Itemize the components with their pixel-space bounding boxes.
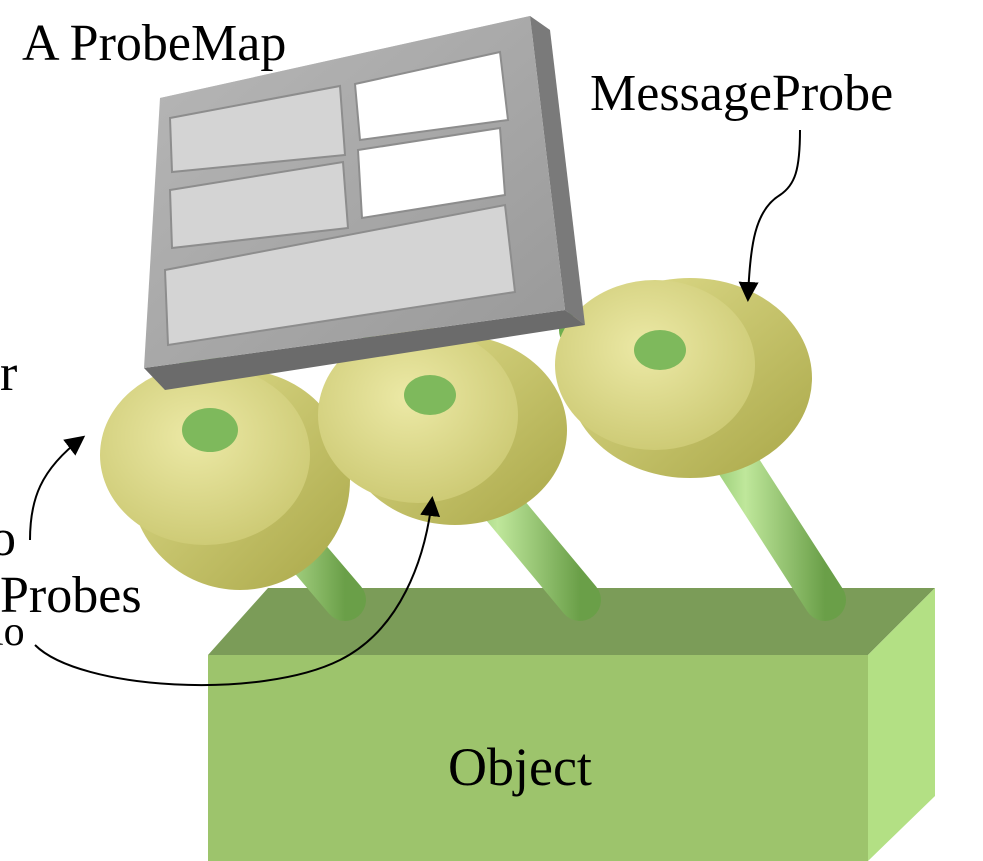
middle-disc-arrow (34, 496, 441, 687)
object-side-face (868, 588, 935, 861)
panel-field-4 (356, 126, 507, 220)
panel-field-2 (353, 50, 510, 142)
label-fragment-r: r (0, 345, 17, 402)
object-block (208, 588, 935, 861)
label-object: Object (448, 737, 592, 797)
panel-field-3 (168, 160, 350, 250)
object-front-face (208, 655, 868, 861)
label-probemap: A ProbeMap (22, 15, 286, 72)
probe-disc-left (100, 365, 350, 590)
probemap-panel (144, 16, 585, 390)
panel-field-5 (163, 203, 517, 347)
panel-field-1 (168, 84, 347, 174)
probe-disc-right (555, 278, 812, 478)
messageprobe-arrow (738, 129, 801, 302)
probe-disc-middle (318, 327, 567, 525)
panel-right-edge (530, 16, 585, 325)
label-fragment-io: io (0, 609, 25, 655)
panel-bottom-edge (144, 310, 585, 390)
label-messageprobe: MessageProbe (590, 65, 893, 122)
left-disc-arrow (29, 435, 86, 541)
object-top-face (208, 588, 935, 655)
label-probes: Probes (0, 567, 142, 624)
label-fragment-o: o (0, 510, 16, 567)
